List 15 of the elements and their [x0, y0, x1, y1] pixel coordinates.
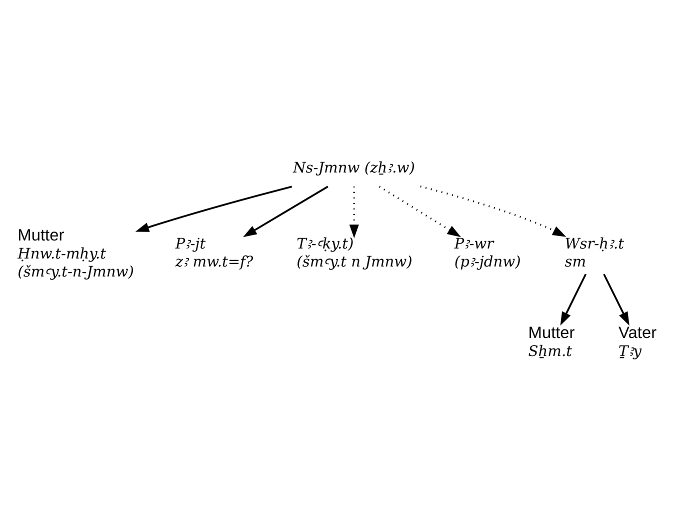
node-text: Mutter Ḥnw.t-mḥy.t (šmꜥy.t-n-Jmnw) — [18, 226, 134, 281]
node-text: Mutter Sẖm.t — [528, 324, 575, 360]
arrow — [378, 186, 461, 238]
arrow — [603, 274, 630, 326]
node-text: Pꜣ-jt zꜣ mw.t=f? — [175, 235, 254, 271]
node-text: Ns-Jmnw (zẖꜣ.w) — [293, 160, 415, 177]
node-text: Wsr-ḥꜣ.t sm — [564, 235, 624, 271]
node-text: Vater Ṯꜣy — [618, 324, 657, 360]
arrow — [243, 186, 328, 238]
node-text: Tꜣ-ꜥḳy.t) (šmꜥy.t n Jmnw) — [296, 235, 412, 271]
arrow — [349, 186, 359, 238]
arrow — [135, 186, 292, 232]
arrow — [560, 274, 587, 326]
arrow — [420, 186, 566, 237]
node-text: Pꜣ-wr (pꜣ-jdnw) — [454, 235, 521, 271]
